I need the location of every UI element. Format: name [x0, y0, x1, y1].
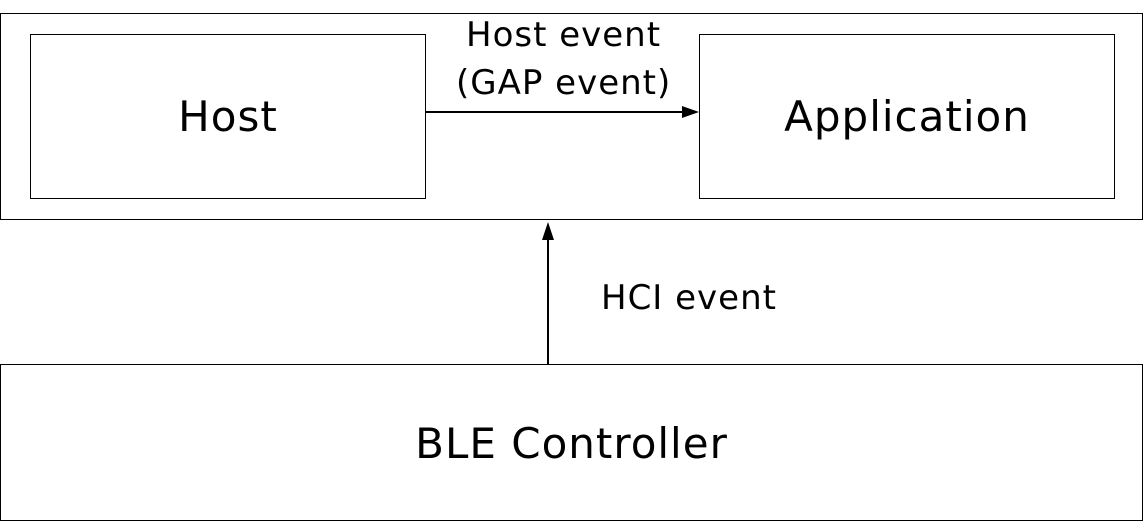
- ble-controller-label: BLE Controller: [415, 419, 728, 468]
- gap-event-label: (GAP event): [456, 63, 672, 103]
- application-node: Application: [699, 34, 1115, 199]
- application-label: Application: [784, 92, 1030, 141]
- host-label: Host: [178, 92, 278, 141]
- host-event-label: Host event: [466, 15, 662, 55]
- host-node: Host: [30, 34, 426, 199]
- controller-to-host-arrow: [542, 222, 554, 365]
- hci-event-label: HCI event: [601, 278, 777, 318]
- ble-controller-node: BLE Controller: [0, 364, 1143, 521]
